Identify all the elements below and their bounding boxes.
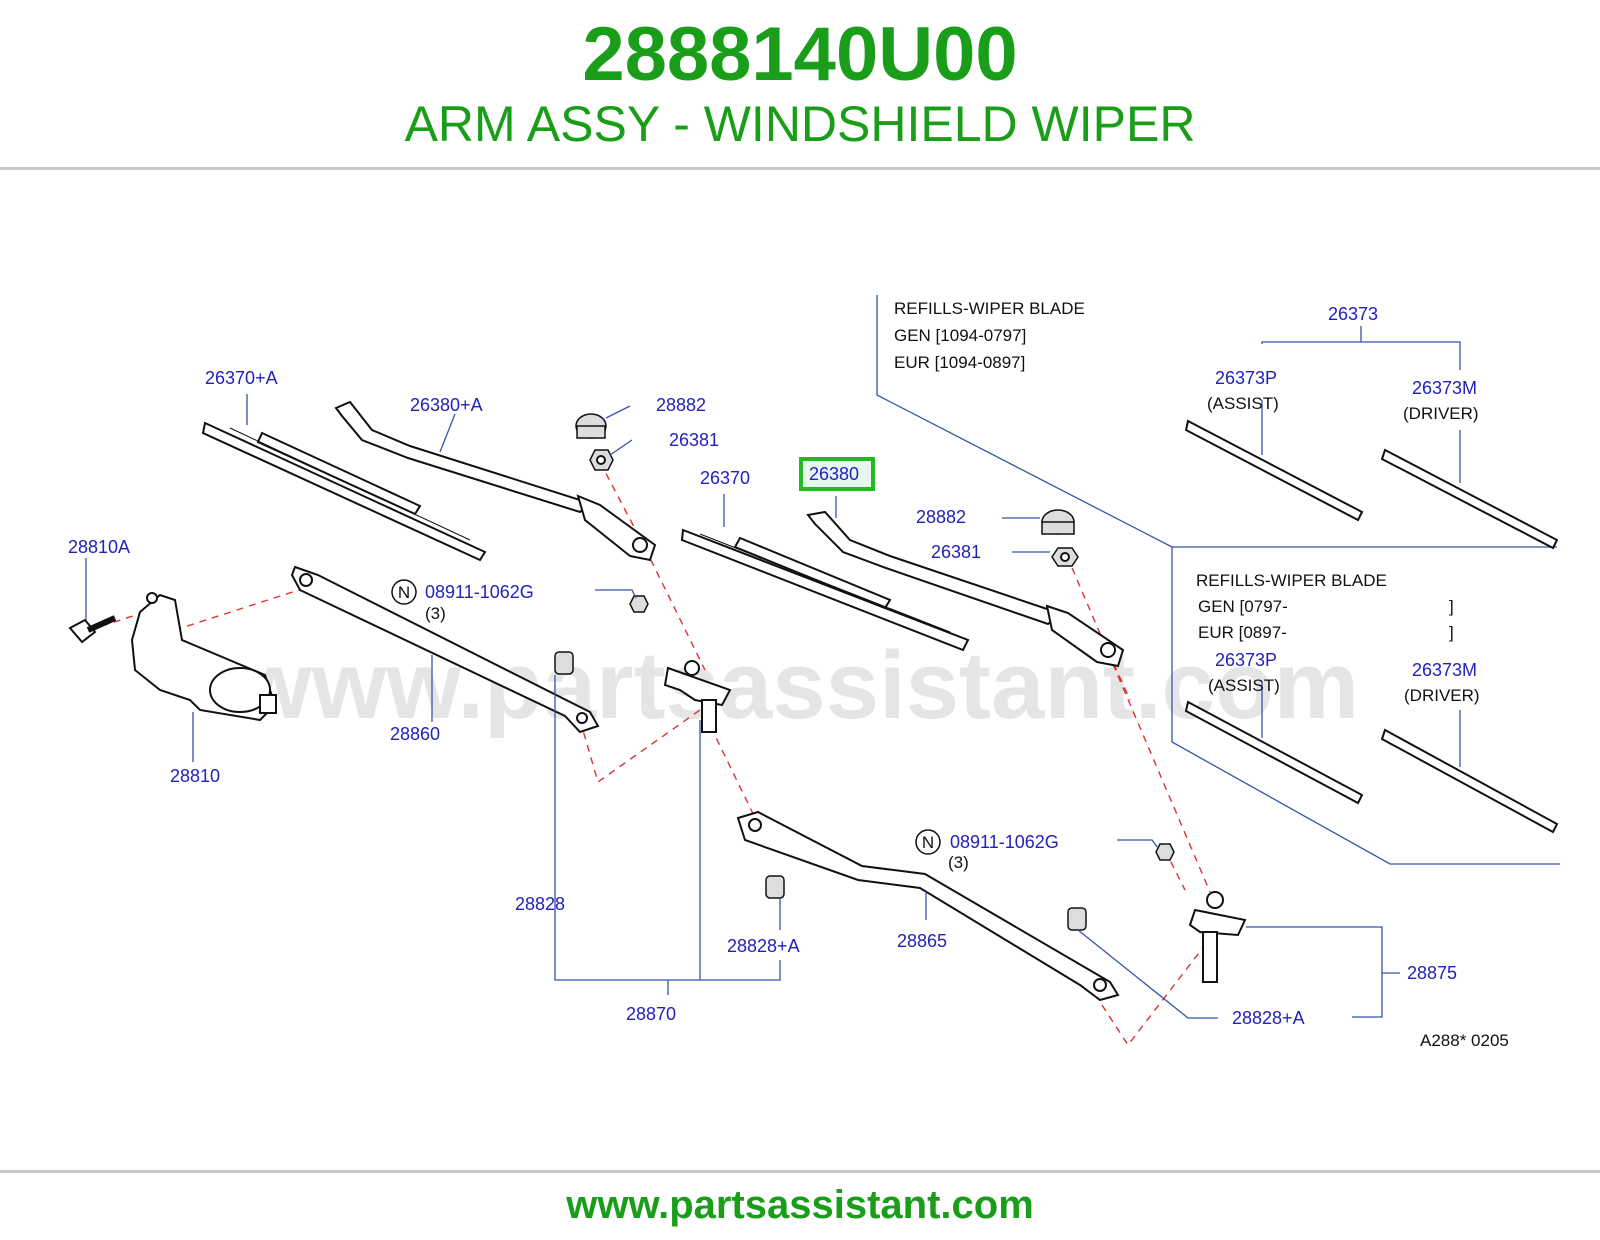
refills2-eur-end: ] <box>1449 623 1454 642</box>
refills-box-outline <box>876 295 1560 865</box>
pivot-right <box>1188 891 1247 983</box>
label-26373m-2[interactable]: 26373M <box>1412 660 1477 680</box>
label-26373m-1[interactable]: 26373M <box>1412 378 1477 398</box>
label-26380[interactable]: 26380 <box>809 464 859 484</box>
label-28882-left[interactable]: 28882 <box>656 395 706 415</box>
bolt-28810a <box>68 615 117 644</box>
cap-28882-left <box>575 413 607 439</box>
nut-26381-right <box>1051 547 1079 567</box>
n-mark-icon-right <box>915 829 941 855</box>
link-rod-28860 <box>290 565 600 734</box>
label-28882-right[interactable]: 28882 <box>916 507 966 527</box>
label-08911-right[interactable]: 08911-1062G <box>950 832 1059 852</box>
n-mark-text-right: N <box>922 833 934 852</box>
assembly-dashed-lines <box>89 461 1211 1047</box>
label-08911-left[interactable]: 08911-1062G <box>425 582 534 602</box>
refills2-title: REFILLS-WIPER BLADE <box>1196 571 1387 590</box>
assist-2: (ASSIST) <box>1208 676 1280 695</box>
footer-divider <box>0 1170 1600 1173</box>
label-28860[interactable]: 28860 <box>390 724 440 744</box>
refill-blade-assist-2 <box>1184 700 1364 805</box>
assist-1: (ASSIST) <box>1207 394 1279 413</box>
refill-blade-assist-1 <box>1184 419 1364 522</box>
leader-lines <box>85 326 1461 1019</box>
label-28870[interactable]: 28870 <box>626 1004 676 1024</box>
wiper-blade-left <box>201 421 487 562</box>
refill-blade-driver-2 <box>1380 728 1559 834</box>
label-28810a[interactable]: 28810A <box>68 537 130 557</box>
wiper-blade-center <box>680 528 970 652</box>
part-number-title: 2888140U00 <box>582 12 1018 97</box>
refills2-gen-end: ] <box>1449 597 1454 616</box>
wiper-arm-center <box>806 510 1125 668</box>
footer-url[interactable]: www.partsassistant.com <box>566 1183 1034 1227</box>
diagram-code: A288* 0205 <box>1420 1031 1509 1050</box>
pivot-left <box>663 660 732 733</box>
qty-08911-left: (3) <box>425 604 446 623</box>
nut-08911-right <box>1155 843 1175 861</box>
label-26380a[interactable]: 26380+A <box>410 395 483 415</box>
grommet-28828a-left <box>765 875 785 899</box>
n-mark-text-left: N <box>398 583 410 602</box>
refills2-eur: EUR [0897- <box>1198 623 1287 642</box>
highlight-26380 <box>799 457 875 491</box>
header-divider <box>0 167 1600 170</box>
wiper-motor <box>130 592 277 722</box>
parts-diagram: www.partsassistant.com <box>0 172 1600 1168</box>
refills1-title: REFILLS-WIPER BLADE <box>894 299 1085 318</box>
label-26373p-2[interactable]: 26373P <box>1215 650 1277 670</box>
wiper-arm-left <box>334 400 657 562</box>
diagram-svg: www.partsassistant.com <box>68 295 1560 1050</box>
grommet-28828a-right <box>1067 907 1087 931</box>
driver-1: (DRIVER) <box>1403 404 1479 423</box>
part-description: ARM ASSY - WINDSHIELD WIPER <box>404 96 1196 152</box>
label-26381-right[interactable]: 26381 <box>931 542 981 562</box>
watermark-text: www.partsassistant.com <box>236 632 1359 739</box>
label-26373p-1[interactable]: 26373P <box>1215 368 1277 388</box>
refills1-gen: GEN [1094-0797] <box>894 326 1026 345</box>
grommet-28828-left <box>554 651 574 675</box>
label-28865[interactable]: 28865 <box>897 931 947 951</box>
nut-26381-left <box>589 449 614 471</box>
qty-08911-right: (3) <box>948 853 969 872</box>
label-28828a-right[interactable]: 28828+A <box>1232 1008 1305 1028</box>
cap-28882-right <box>1041 509 1075 535</box>
label-28828a-left[interactable]: 28828+A <box>727 936 800 956</box>
link-rod-28865 <box>736 810 1120 1002</box>
label-26373[interactable]: 26373 <box>1328 304 1378 324</box>
refill-blade-driver-1 <box>1380 448 1559 550</box>
label-28875[interactable]: 28875 <box>1407 963 1457 983</box>
driver-2: (DRIVER) <box>1404 686 1480 705</box>
label-26370[interactable]: 26370 <box>700 468 750 488</box>
refills2-gen: GEN [0797- <box>1198 597 1288 616</box>
label-28810[interactable]: 28810 <box>170 766 220 786</box>
page-header: 2888140U00 ARM ASSY - WINDSHIELD WIPER <box>0 0 1600 168</box>
label-28828[interactable]: 28828 <box>515 894 565 914</box>
refills1-eur: EUR [1094-0897] <box>894 353 1025 372</box>
nut-08911-left <box>629 595 649 613</box>
n-mark-icon-left <box>391 579 417 605</box>
label-26381-left[interactable]: 26381 <box>669 430 719 450</box>
label-26370a[interactable]: 26370+A <box>205 368 278 388</box>
